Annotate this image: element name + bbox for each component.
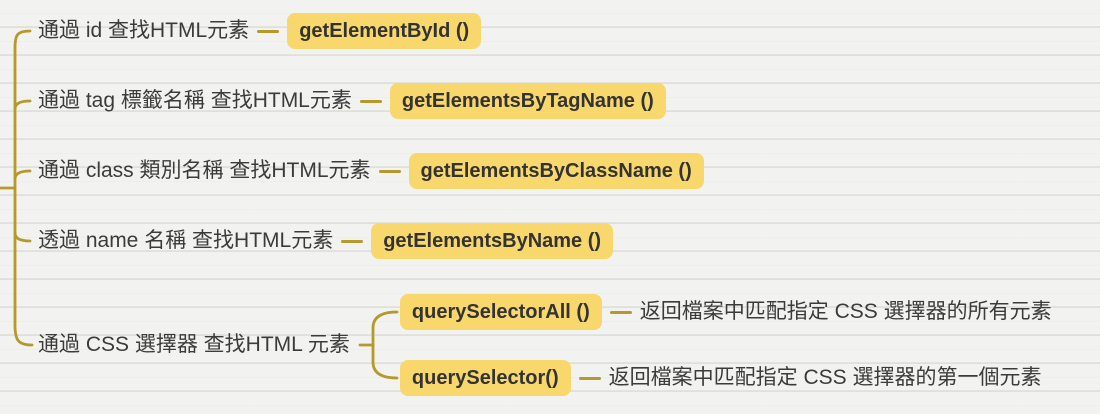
css-selector-children: querySelectorAll () 返回檔案中匹配指定 CSS 選擇器的所有… [399, 294, 1052, 396]
method-node-getelementsbyclassname[interactable]: getElementsByClassName () [408, 153, 704, 189]
branch-row-tag: 通過 tag 標籤名稱 查找HTML元素 getElementsByTagNam… [38, 83, 666, 119]
connector-line [359, 99, 382, 103]
method-node-getelementsbyname[interactable]: getElementsByName () [371, 223, 614, 259]
branch-row-class: 通過 class 類別名稱 查找HTML元素 getElementsByClas… [38, 153, 704, 189]
connector-line [578, 376, 601, 380]
trunk-line [13, 29, 34, 347]
fork-connector-lines [358, 310, 399, 380]
branch-row-id: 通過 id 查找HTML元素 getElementById () [38, 13, 482, 49]
description-queryselectorall: 返回檔案中匹配指定 CSS 選擇器的所有元素 [639, 300, 1052, 323]
branch-row-css-selector: 通過 CSS 選擇器 查找HTML 元素 querySelectorAll ()… [38, 294, 1052, 396]
connector-line [378, 169, 401, 173]
subrow-queryselectorall: querySelectorAll () 返回檔案中匹配指定 CSS 選擇器的所有… [399, 294, 1052, 330]
branch-curve-3 [13, 169, 32, 181]
branch-label-class[interactable]: 通過 class 類別名稱 查找HTML元素 [38, 159, 371, 182]
description-queryselector: 返回檔案中匹配指定 CSS 選擇器的第一個元素 [608, 366, 1042, 389]
connector-line [609, 310, 632, 314]
branch-curve-2 [13, 99, 32, 111]
branch-label-tag[interactable]: 通過 tag 標籤名稱 查找HTML元素 [38, 89, 352, 112]
connector-line [257, 29, 280, 33]
method-node-getelementsbytagname[interactable]: getElementsByTagName () [389, 83, 666, 119]
method-node-getelementbyid[interactable]: getElementById () [287, 13, 482, 49]
branch-row-name: 透過 name 名稱 查找HTML元素 getElementsByName () [38, 223, 614, 259]
subrow-queryselector: querySelector() 返回檔案中匹配指定 CSS 選擇器的第一個元素 [399, 360, 1052, 396]
branch-label-name[interactable]: 透過 name 名稱 查找HTML元素 [38, 229, 334, 252]
branch-label-css-selector[interactable]: 通過 CSS 選擇器 查找HTML 元素 [38, 333, 350, 356]
connector-line [341, 239, 364, 243]
branch-label-id[interactable]: 通過 id 查找HTML元素 [38, 19, 250, 42]
method-node-queryselector[interactable]: querySelector() [399, 360, 571, 396]
method-node-queryselectorall[interactable]: querySelectorAll () [399, 294, 602, 330]
branch-curve-4 [13, 231, 32, 243]
